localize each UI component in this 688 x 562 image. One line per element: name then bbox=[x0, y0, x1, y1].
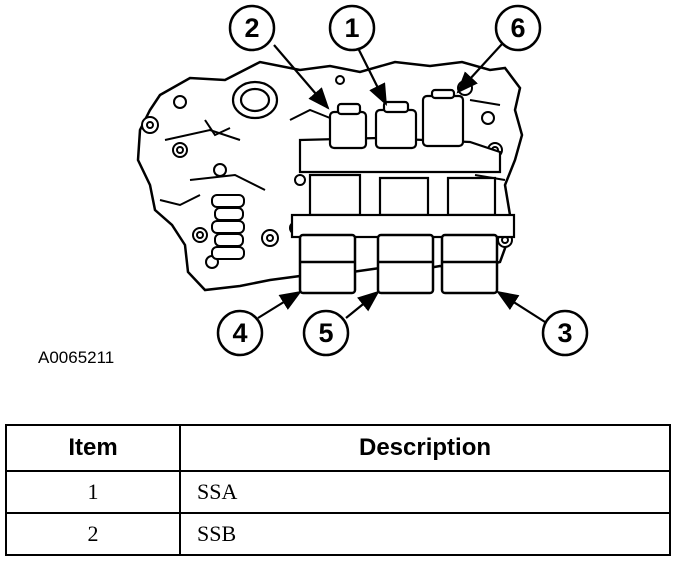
valve-body-illustration: 2 1 6 4 5 3 bbox=[136, 4, 589, 357]
casting-bore bbox=[231, 80, 279, 120]
callout-3: 3 bbox=[541, 309, 589, 357]
leader-lines bbox=[257, 43, 546, 323]
svg-text:4: 4 bbox=[232, 318, 247, 348]
lower-solenoids bbox=[298, 233, 499, 295]
item-cell: 2 bbox=[5, 512, 181, 556]
legend-header-row: Item Description bbox=[5, 424, 671, 472]
leader-line-1 bbox=[356, 45, 387, 106]
callout-6: 6 bbox=[494, 4, 542, 52]
svg-text:5: 5 bbox=[318, 318, 333, 348]
solenoid-bodies bbox=[290, 173, 516, 239]
svg-text:3: 3 bbox=[557, 318, 572, 348]
leader-line-2 bbox=[273, 44, 330, 110]
leader-line-5 bbox=[345, 290, 380, 319]
table-row: 1 SSA bbox=[5, 470, 671, 514]
callout-1: 1 bbox=[328, 4, 376, 52]
legend-table: Item Description 1 SSA 2 SSB bbox=[5, 424, 671, 556]
leader-line-4 bbox=[257, 290, 302, 319]
leader-line-6 bbox=[456, 43, 503, 94]
description-cell: SSA bbox=[179, 470, 671, 514]
upper-solenoids bbox=[298, 88, 502, 174]
description-column-header: Description bbox=[179, 424, 671, 472]
spool-valve bbox=[211, 194, 245, 260]
callout-4: 4 bbox=[216, 309, 264, 357]
table-row: 2 SSB bbox=[5, 512, 671, 556]
item-cell: 1 bbox=[5, 470, 181, 514]
svg-text:2: 2 bbox=[244, 13, 259, 43]
description-cell: SSB bbox=[179, 512, 671, 556]
svg-text:1: 1 bbox=[344, 13, 359, 43]
figure-id: A0065211 bbox=[38, 348, 115, 367]
callout-5: 5 bbox=[302, 309, 350, 357]
leader-line-3 bbox=[496, 290, 546, 323]
callouts: 2 1 6 4 5 3 bbox=[216, 4, 589, 357]
callout-2: 2 bbox=[228, 4, 276, 52]
item-column-header: Item bbox=[5, 424, 181, 472]
svg-text:6: 6 bbox=[510, 13, 525, 43]
